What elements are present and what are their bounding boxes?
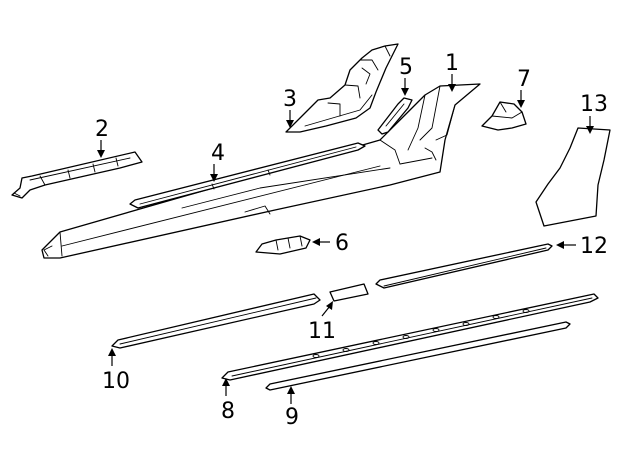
callout-10: 10 xyxy=(102,369,130,394)
callout-11: 11 xyxy=(308,319,336,344)
callout-13: 13 xyxy=(580,92,608,117)
callout-1: 1 xyxy=(445,51,459,76)
part-7-bracket xyxy=(481,101,527,131)
part-9-molding-strip xyxy=(265,321,571,391)
part-3-trim-bracket xyxy=(285,43,399,133)
callout-3: 3 xyxy=(283,87,297,112)
part-8-molding-strip xyxy=(221,293,599,381)
callout-4: 4 xyxy=(211,141,225,166)
part-6-retainer xyxy=(255,235,311,255)
part-10-molding-strip xyxy=(111,293,321,349)
part-11-insert xyxy=(329,283,369,302)
part-2-bracket xyxy=(11,151,143,199)
part-1-rocker-panel xyxy=(41,83,481,259)
callout-9: 9 xyxy=(285,405,299,430)
callout-6: 6 xyxy=(335,231,349,256)
part-5-clip xyxy=(377,97,413,135)
callout-labels: 1 2 3 4 5 6 7 8 9 10 11 12 13 xyxy=(95,51,608,430)
leader-lines xyxy=(97,74,594,404)
callout-7: 7 xyxy=(517,67,531,92)
callout-8: 8 xyxy=(221,399,235,424)
callout-5: 5 xyxy=(399,55,413,80)
part-12-molding-strip xyxy=(375,243,553,289)
part-13-rear-guard xyxy=(535,127,611,227)
part-4-molding-strip xyxy=(129,142,366,209)
callout-2: 2 xyxy=(95,117,109,142)
callout-12: 12 xyxy=(580,234,608,259)
